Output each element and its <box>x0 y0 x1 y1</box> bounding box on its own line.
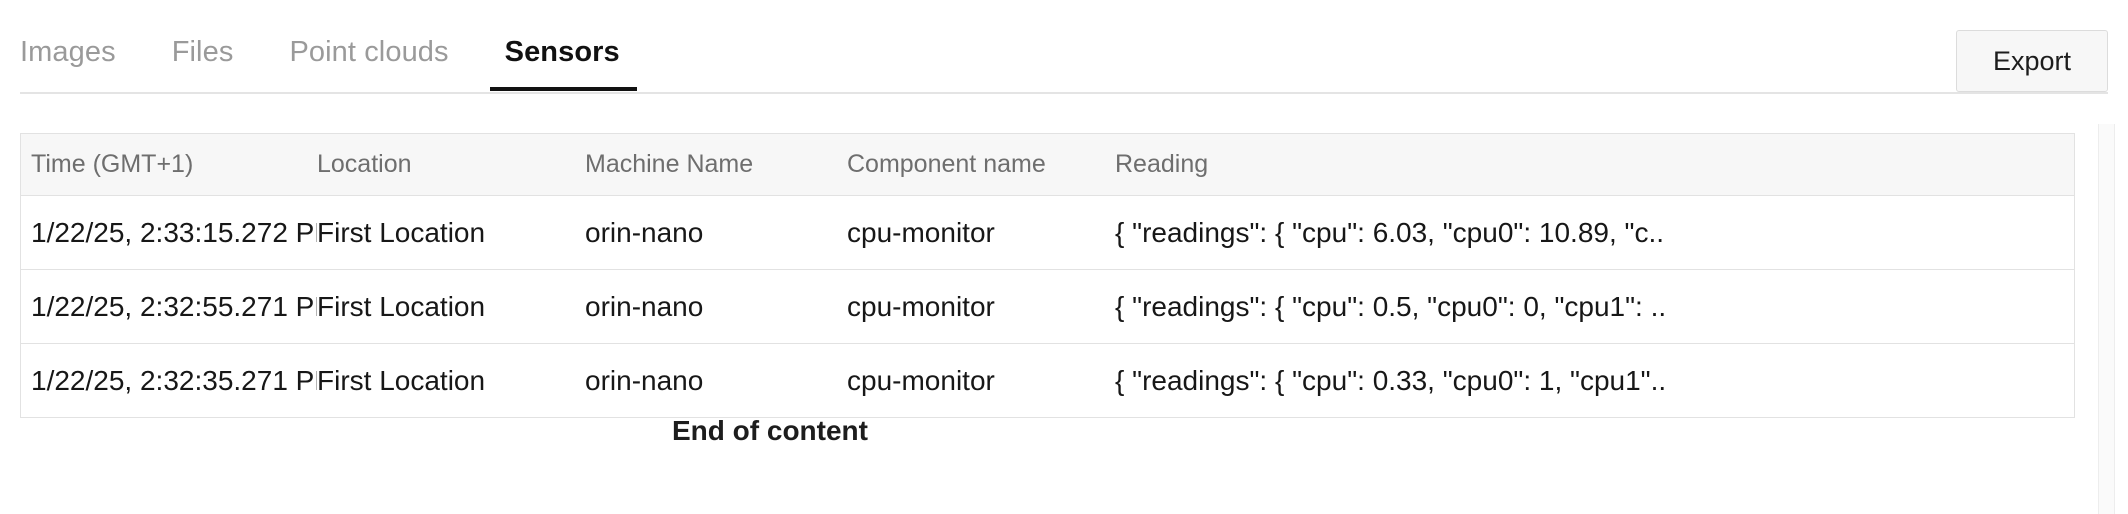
cell-machine-name: orin-nano <box>585 343 847 418</box>
tab-point-clouds[interactable]: Point clouds <box>289 22 448 89</box>
cell-component-name: cpu-monitor <box>847 269 1115 344</box>
column-header-component-name[interactable]: Component name <box>847 134 1115 196</box>
column-header-reading[interactable]: Reading <box>1115 134 2074 196</box>
table-header-row: Time (GMT+1) Location Machine Name Compo… <box>21 134 2074 196</box>
tab-bar: Images Files Point clouds Sensors <box>20 22 2108 94</box>
cell-location: First Location <box>317 269 585 344</box>
tab-list: Images Files Point clouds Sensors <box>20 22 2108 92</box>
end-of-content-label: End of content <box>672 415 868 446</box>
tab-point-clouds-label: Point clouds <box>289 36 449 68</box>
cell-component-name: cpu-monitor <box>847 343 1115 418</box>
cell-location: First Location <box>317 195 585 270</box>
cell-time: 1/22/25, 2:32:35.271 PM <box>21 343 317 418</box>
sensors-table: Time (GMT+1) Location Machine Name Compo… <box>21 134 2074 418</box>
table-row[interactable]: 1/22/25, 2:33:15.272 PM First Location o… <box>21 195 2074 270</box>
tab-sensors-label: Sensors <box>504 36 620 68</box>
table-row[interactable]: 1/22/25, 2:32:35.271 PM First Location o… <box>21 343 2074 418</box>
vertical-scrollbar[interactable] <box>2098 124 2115 514</box>
vertical-scrollbar-thumb[interactable] <box>2101 124 2112 364</box>
cell-time: 1/22/25, 2:33:15.272 PM <box>21 195 317 270</box>
column-header-time[interactable]: Time (GMT+1) <box>21 134 317 196</box>
cell-machine-name: orin-nano <box>585 269 847 344</box>
cell-component-name: cpu-monitor <box>847 195 1115 270</box>
table-header: Time (GMT+1) Location Machine Name Compo… <box>21 134 2074 196</box>
export-button[interactable]: Export <box>1956 30 2108 92</box>
sensors-table-container: Time (GMT+1) Location Machine Name Compo… <box>20 133 2075 418</box>
cell-reading: { "readings": { "cpu": 0.5, "cpu0": 0, "… <box>1115 269 2074 344</box>
cell-time: 1/22/25, 2:32:55.271 PM <box>21 269 317 344</box>
tab-images[interactable]: Images <box>20 22 116 89</box>
table-row[interactable]: 1/22/25, 2:32:55.271 PM First Location o… <box>21 269 2074 344</box>
tab-images-label: Images <box>20 36 116 68</box>
table-body: 1/22/25, 2:33:15.272 PM First Location o… <box>21 195 2074 418</box>
column-header-machine-name[interactable]: Machine Name <box>585 134 847 196</box>
cell-reading: { "readings": { "cpu": 6.03, "cpu0": 10.… <box>1115 195 2074 270</box>
tab-files-label: Files <box>171 36 234 68</box>
tab-files[interactable]: Files <box>172 22 234 89</box>
column-header-location[interactable]: Location <box>317 134 585 196</box>
cell-machine-name: orin-nano <box>585 195 847 270</box>
cell-location: First Location <box>317 343 585 418</box>
cell-reading: { "readings": { "cpu": 0.33, "cpu0": 1, … <box>1115 343 2074 418</box>
export-button-label: Export <box>1992 45 2072 76</box>
tab-sensors[interactable]: Sensors <box>489 22 637 91</box>
